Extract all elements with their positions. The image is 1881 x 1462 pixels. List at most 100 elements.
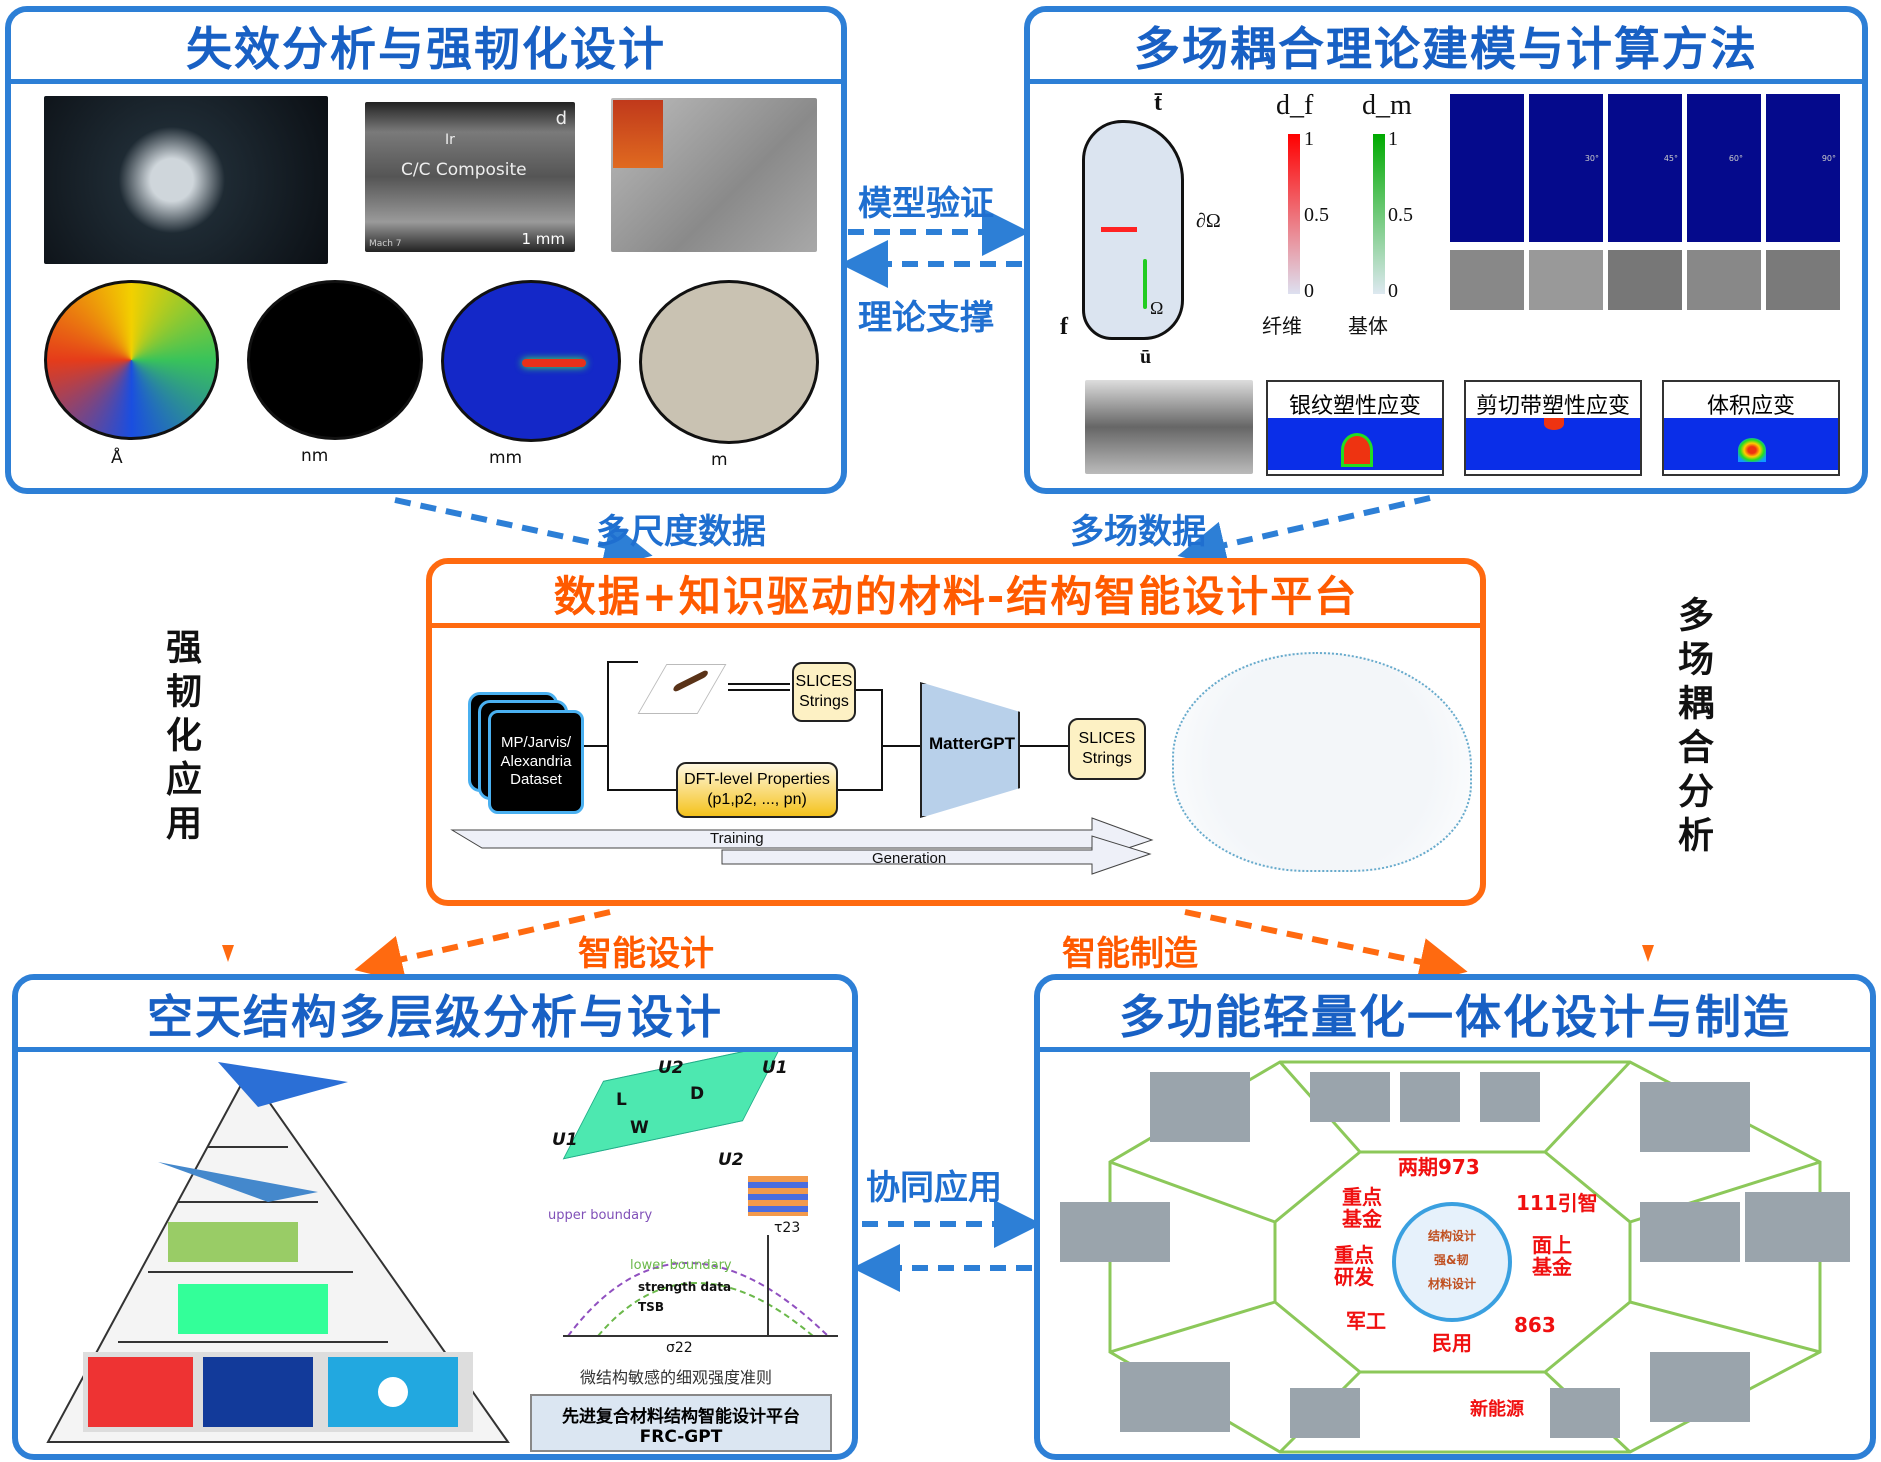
application-octagon bbox=[1060, 1060, 1850, 1454]
funding-label: 民用 bbox=[1432, 1331, 1472, 1355]
volume-strain-plot: 体积应变 bbox=[1662, 380, 1840, 476]
ir-label: Ir bbox=[445, 132, 455, 148]
strain-title: 体积应变 bbox=[1706, 394, 1795, 419]
fiber-crack bbox=[1101, 227, 1137, 232]
craze-strain-plot: 银纹塑性应变 bbox=[1266, 380, 1444, 476]
label-multiscale-data: 多尺度数据 bbox=[596, 512, 766, 552]
tick: 0.5 bbox=[1388, 204, 1413, 226]
tick: 0 bbox=[1304, 280, 1314, 302]
label-model-verify: 模型验证 bbox=[858, 184, 994, 224]
funding-label: 军工 bbox=[1346, 1309, 1386, 1333]
nm-scale-circle bbox=[247, 280, 423, 440]
panel-failure-analysis: 失效分析与强韧化设计 C/C Composite Ir d 1 mm Mach … bbox=[5, 6, 847, 494]
new-energy-label: 新能源 bbox=[1470, 1399, 1524, 1420]
shear-band-strain-plot: 剪切带塑性应变 bbox=[1464, 380, 1642, 476]
training-label: Training bbox=[710, 830, 764, 847]
panel-title: 空天结构多层级分析与设计 bbox=[18, 980, 852, 1052]
angle-label: 60° bbox=[1728, 154, 1743, 163]
composite-label: C/C Composite bbox=[401, 160, 527, 180]
label-smart-design: 智能设计 bbox=[578, 934, 714, 974]
domain-sketch bbox=[1082, 120, 1184, 340]
funding-label: 重点研发 bbox=[1334, 1243, 1374, 1289]
dft-label: DFT-level Properties bbox=[684, 771, 830, 788]
airplane-lightning-image bbox=[44, 96, 328, 264]
scale-label: m bbox=[711, 450, 728, 470]
multiscale-pyramid bbox=[46, 1062, 510, 1443]
dft-sub: (p1,p2, ..., pn) bbox=[707, 791, 807, 808]
matrix-label: 基体 bbox=[1348, 314, 1388, 338]
arrow-smart-manufacture bbox=[1184, 909, 1468, 986]
panel-intelligent-platform: 数据+知识驱动的材料-结构智能设计平台 MP/Jarvis/ Alexandri… bbox=[426, 558, 1486, 906]
tick: 1 bbox=[1388, 128, 1398, 150]
frc-gpt-platform-box: 先进复合材料结构智能设计平台 FRC-GPT bbox=[530, 1394, 832, 1452]
generation-label: Generation bbox=[872, 850, 947, 867]
matrix-colorbar bbox=[1373, 134, 1385, 294]
angle-label: 30° bbox=[1584, 154, 1599, 163]
lower-boundary-label: lower boundary bbox=[630, 1258, 732, 1273]
cc-composite-image: C/C Composite Ir d 1 mm Mach 7 bbox=[365, 102, 575, 252]
label-theory-support: 理论支撑 bbox=[858, 298, 994, 338]
matrix-crack bbox=[1143, 259, 1147, 309]
label-toughening-app: 强韧化应用 bbox=[160, 628, 201, 848]
sigma-axis-label: σ22 bbox=[666, 1340, 693, 1356]
u1-label: U1 bbox=[762, 1058, 788, 1078]
experiment-strip bbox=[1450, 250, 1840, 310]
strain-title: 剪切带塑性应变 bbox=[1475, 394, 1630, 419]
flow-lines bbox=[450, 661, 1154, 875]
boundary-label: ∂Ω bbox=[1196, 210, 1221, 232]
dataset-box: MP/Jarvis/ Alexandria Dataset bbox=[488, 710, 584, 814]
funding-label: 两期973 bbox=[1398, 1155, 1480, 1179]
label-collab-app: 协同应用 bbox=[866, 1168, 1002, 1208]
criterion-caption: 微结构敏感的细观强度准则 bbox=[580, 1368, 773, 1387]
legend-tsb: TSB bbox=[638, 1300, 664, 1314]
label-multifield-analysis: 多场耦合分析 bbox=[1672, 596, 1713, 860]
u2-label: U2 bbox=[718, 1150, 744, 1170]
center-label: 结构设计 bbox=[1428, 1229, 1477, 1243]
displacement-label: ū bbox=[1140, 346, 1152, 368]
panel-lightweight-manufacturing: 多功能轻量化一体化设计与制造 结构设计 强&韧 材料设计 两期973 111引智… bbox=[1034, 974, 1876, 1460]
tau-axis-label: τ23 bbox=[774, 1220, 801, 1236]
platform-name: 先进复合材料结构智能设计平台 bbox=[562, 1407, 800, 1427]
legend-strength: strength data bbox=[638, 1280, 732, 1294]
fiber-label: 纤维 bbox=[1262, 314, 1302, 338]
tick: 1 bbox=[1304, 128, 1314, 150]
laminate-icon bbox=[748, 1176, 808, 1216]
arrow-smart-design bbox=[354, 909, 611, 983]
notch-specimen-image bbox=[1085, 380, 1253, 474]
label-smart-manufacture: 智能制造 bbox=[1062, 934, 1198, 974]
strength-criterion-plot bbox=[563, 1235, 838, 1337]
panel-multifield-modeling: 多场耦合理论建模与计算方法 t̄ f ∂Ω Ω ū d_f d_m 1 0.5 … bbox=[1024, 6, 1868, 494]
platform-sub: FRC-GPT bbox=[639, 1427, 723, 1447]
angstrom-scale-circle bbox=[44, 280, 219, 440]
panel-title: 多功能轻量化一体化设计与制造 bbox=[1040, 980, 1870, 1052]
omega-label: Ω bbox=[1150, 298, 1164, 318]
scale-label: mm bbox=[489, 448, 523, 468]
slices-strings-input: SLICES Strings bbox=[792, 662, 856, 722]
angle-label: 90° bbox=[1821, 154, 1836, 163]
panel-letter: d bbox=[555, 108, 567, 129]
damage-panel-image bbox=[611, 98, 817, 252]
force-label: f bbox=[1060, 314, 1068, 340]
arrow-multifield bbox=[1177, 495, 1431, 569]
scale-label: Å bbox=[111, 448, 123, 468]
angle-label: 45° bbox=[1663, 154, 1678, 163]
funding-label: 重点基金 bbox=[1342, 1185, 1382, 1231]
u1-label: U1 bbox=[552, 1130, 578, 1150]
panel-title: 多场耦合理论建模与计算方法 bbox=[1030, 12, 1862, 84]
df-label: d_f bbox=[1276, 90, 1314, 121]
mattergpt-model: MatterGPT bbox=[929, 734, 1015, 754]
strain-title: 银纹塑性应变 bbox=[1288, 394, 1421, 419]
funding-label: 111引智 bbox=[1516, 1191, 1598, 1215]
panel-content: t̄ f ∂Ω Ω ū d_f d_m 1 0.5 0 1 0.5 0 纤维 基… bbox=[1030, 84, 1862, 488]
panel-content: C/C Composite Ir d 1 mm Mach 7 Å nm mm m bbox=[11, 84, 841, 488]
panel-aerospace-structure: 空天结构多层级分析与设计 U2 U1 U1 U2 L W D upper bou… bbox=[12, 974, 858, 1460]
funding-label: 面上基金 bbox=[1532, 1233, 1572, 1279]
u2-label: U2 bbox=[658, 1058, 684, 1078]
slices-strings-output: SLICES Strings bbox=[1068, 718, 1146, 780]
width-label: W bbox=[630, 1118, 649, 1138]
mm-scale-circle bbox=[441, 280, 621, 442]
center-label: 强&韧 bbox=[1434, 1253, 1469, 1267]
panel-title: 数据+知识驱动的材料-结构智能设计平台 bbox=[432, 564, 1480, 628]
dft-properties-box: DFT-level Properties (p1,p2, ..., pn) bbox=[676, 762, 838, 818]
length-label: L bbox=[616, 1090, 627, 1110]
